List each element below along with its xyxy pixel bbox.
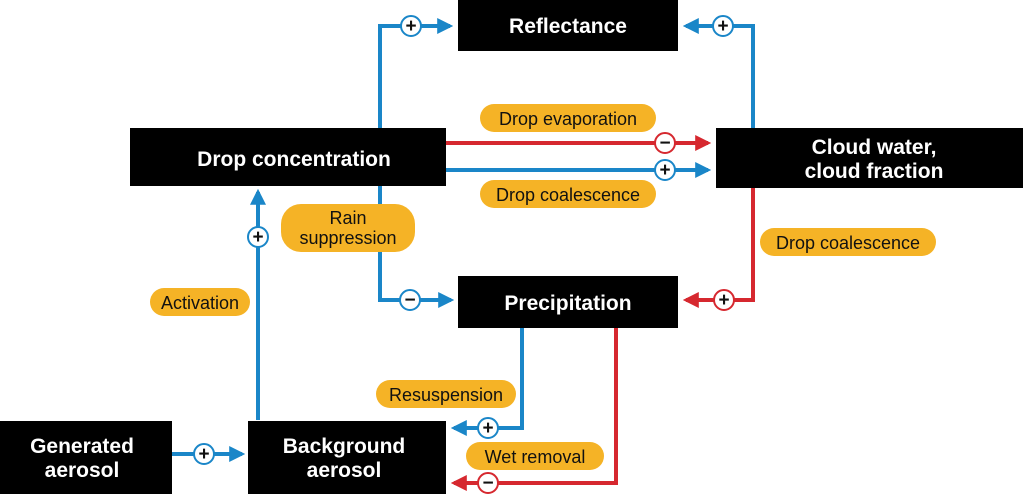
node-generated-aerosol: Generated aerosol: [0, 421, 172, 494]
node-generated-aerosol-line1: Generated: [30, 435, 134, 458]
svg-text:+: +: [405, 16, 416, 37]
svg-text:+: +: [198, 444, 209, 465]
label-rain-suppression-line2: suppression: [299, 228, 396, 248]
node-precipitation-label: Precipitation: [504, 292, 631, 315]
arrow-drop-concentration-to-reflectance: [378, 18, 454, 130]
svg-text:+: +: [482, 418, 493, 439]
svg-text:+: +: [718, 290, 729, 311]
node-background-aerosol: Background aerosol: [248, 421, 446, 494]
node-cloud-water: Cloud water, cloud fraction: [716, 128, 1023, 188]
svg-text:−: −: [404, 290, 415, 311]
sign-negative-wet-removal: −: [477, 472, 499, 494]
node-background-aerosol-line2: aerosol: [307, 459, 382, 482]
node-drop-concentration-label: Drop concentration: [197, 148, 391, 171]
sign-positive-generated-aerosol: +: [193, 443, 215, 465]
label-drop-coalescence-right: Drop coalescence: [760, 228, 936, 256]
sign-negative-rain-suppression: −: [399, 289, 421, 311]
label-activation-text: Activation: [161, 293, 239, 313]
arrow-cloud-water-to-precipitation: [682, 188, 755, 308]
sign-negative-drop-evaporation: −: [654, 132, 676, 154]
sign-positive-reflectance-left: +: [400, 15, 422, 37]
arrow-cloud-water-to-reflectance: [682, 18, 755, 128]
node-background-aerosol-line1: Background: [283, 435, 406, 458]
svg-text:+: +: [659, 160, 670, 181]
label-rain-suppression: Rain suppression: [281, 204, 415, 252]
node-precipitation: Precipitation: [458, 276, 678, 328]
sign-positive-cloud-to-precipitation: +: [713, 289, 735, 311]
sign-positive-reflectance-right: +: [712, 15, 734, 37]
sign-positive-activation: +: [247, 226, 269, 248]
node-reflectance: Reflectance: [458, 0, 678, 51]
node-drop-concentration: Drop concentration: [130, 128, 446, 186]
label-drop-coalescence-left: Drop coalescence: [480, 180, 656, 208]
label-rain-suppression-line1: Rain: [329, 208, 366, 228]
sign-positive-drop-coalescence: +: [654, 159, 676, 181]
label-resuspension-text: Resuspension: [389, 385, 503, 405]
label-wet-removal-text: Wet removal: [485, 447, 586, 467]
label-drop-evaporation: Drop evaporation: [480, 104, 656, 132]
arrow-wet-removal: [450, 328, 618, 491]
node-reflectance-label: Reflectance: [509, 15, 627, 38]
node-generated-aerosol-line2: aerosol: [45, 459, 120, 482]
label-drop-coalescence-left-text: Drop coalescence: [496, 185, 640, 205]
svg-text:+: +: [717, 16, 728, 37]
label-drop-coalescence-right-text: Drop coalescence: [776, 233, 920, 253]
svg-text:−: −: [659, 133, 670, 154]
arrow-resuspension: [450, 328, 524, 436]
label-resuspension: Resuspension: [376, 380, 516, 408]
svg-text:−: −: [482, 473, 493, 494]
label-activation: Activation: [150, 288, 250, 316]
svg-text:+: +: [252, 227, 263, 248]
label-drop-evaporation-text: Drop evaporation: [499, 109, 637, 129]
sign-positive-resuspension: +: [477, 417, 499, 439]
label-wet-removal: Wet removal: [466, 442, 604, 470]
node-cloud-water-label-line1: Cloud water,: [812, 136, 937, 159]
node-cloud-water-label-line2: cloud fraction: [805, 160, 944, 183]
